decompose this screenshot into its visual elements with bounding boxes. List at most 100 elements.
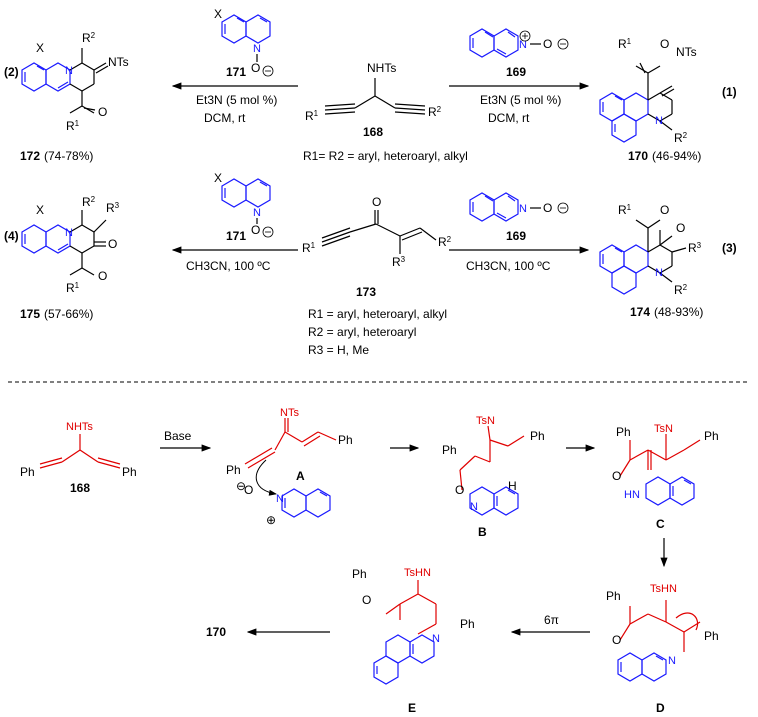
isoquinoline-n-oxide-169-top <box>469 28 519 58</box>
mech-intermediate-D: TsHN Ph Ph O N D <box>606 583 719 715</box>
svg-text:R2: R2 <box>82 31 96 45</box>
svg-text:N: N <box>668 655 676 667</box>
compound-label-170: 170 <box>628 149 648 163</box>
svg-text:O: O <box>98 269 107 283</box>
substituent-note-173-3: R3 = H, Me <box>308 343 369 357</box>
svg-text:R3: R3 <box>392 255 406 269</box>
svg-text:O: O <box>612 633 621 647</box>
svg-text:R2: R2 <box>674 131 688 145</box>
svg-text:Ph: Ph <box>460 617 475 631</box>
svg-text:N: N <box>655 115 663 127</box>
svg-text:O: O <box>543 201 552 215</box>
condition-eq1-a: Et3N (5 mol %) <box>480 93 561 107</box>
svg-text:R1: R1 <box>302 241 316 255</box>
mech-label-D: D <box>656 701 665 715</box>
svg-text:O: O <box>543 37 552 51</box>
quinoline-n-oxide-171-mid <box>221 178 271 208</box>
r2-label: R2 <box>428 105 442 119</box>
compound-label-175: 175 <box>20 307 40 321</box>
svg-text:O: O <box>108 237 117 251</box>
svg-text:X: X <box>36 203 44 217</box>
svg-text:O: O <box>612 469 621 483</box>
svg-text:R1: R1 <box>66 119 80 133</box>
yield-172: (74-78%) <box>44 149 93 163</box>
svg-text:O: O <box>660 37 669 51</box>
mech-intermediate-C: TsN Ph Ph O HN C <box>612 423 719 531</box>
svg-text:N: N <box>519 203 527 215</box>
svg-text:Ph: Ph <box>704 429 719 443</box>
svg-text:Ph: Ph <box>352 567 367 581</box>
equation-number-3: (3) <box>722 241 737 255</box>
svg-text:O: O <box>362 593 371 607</box>
n-atom-169: N <box>519 39 527 51</box>
svg-text:N: N <box>65 65 73 77</box>
substituent-note-173-1: R1 = aryl, heteroaryl, alkyl <box>308 307 447 321</box>
svg-text:N: N <box>470 501 478 513</box>
svg-text:Ph: Ph <box>20 465 35 479</box>
svg-text:O: O <box>660 203 669 217</box>
mech-intermediate-E: TsHN Ph Ph O N E <box>352 567 475 715</box>
svg-text:Ph: Ph <box>338 433 353 447</box>
equation-number-2: (2) <box>4 65 19 79</box>
svg-text:NHTs: NHTs <box>66 421 93 433</box>
svg-text:⊖: ⊖ <box>236 479 246 493</box>
mech-label-B: B <box>478 525 487 539</box>
quinoline-n-oxide-171-top <box>221 14 271 44</box>
reagent-label-169-eq1: 169 <box>506 65 526 79</box>
svg-text:O: O <box>676 221 685 235</box>
svg-text:N: N <box>253 207 261 219</box>
substituent-note-173-2: R2 = aryl, heteroaryl <box>308 325 416 339</box>
compound-170: R1 O NTs R2 N <box>599 37 697 145</box>
compound-175: X R2 R3 O O R1 N <box>21 195 120 295</box>
svg-text:N: N <box>655 267 663 279</box>
condition-eq1-b: DCM, rt <box>488 111 530 125</box>
svg-text:R2: R2 <box>438 235 452 249</box>
compound-174: R1 O O R3 R2 N <box>599 203 702 297</box>
compound-label-172: 172 <box>20 149 40 163</box>
mech-label-168: 168 <box>70 481 90 495</box>
svg-text:O: O <box>244 483 253 497</box>
svg-text:NTs: NTs <box>280 407 299 419</box>
condition-eq3: CH3CN, 100 ºC <box>466 259 551 273</box>
svg-text:N: N <box>432 633 440 645</box>
svg-text:R2: R2 <box>674 283 688 297</box>
svg-text:⊕: ⊕ <box>266 513 276 527</box>
svg-text:O: O <box>98 105 107 119</box>
svg-text:X: X <box>36 41 44 55</box>
svg-text:R3: R3 <box>688 241 702 255</box>
svg-text:NTs: NTs <box>108 55 129 69</box>
compound-168-top: NHTs R1 R2 168 R1= R2 = aryl, heteroaryl… <box>303 61 468 163</box>
compound-173 <box>321 210 437 254</box>
svg-text:Ph: Ph <box>226 463 241 477</box>
compound-label-168: 168 <box>363 125 383 139</box>
svg-text:R1: R1 <box>618 203 632 217</box>
yield-170: (46-94%) <box>652 149 701 163</box>
svg-text:Ph: Ph <box>616 425 631 439</box>
mech-compound-168 <box>39 434 121 469</box>
svg-text:Ph: Ph <box>530 429 545 443</box>
condition-eq2-b: DCM, rt <box>204 111 246 125</box>
svg-text:O: O <box>455 483 464 497</box>
svg-text:N: N <box>65 227 73 239</box>
svg-text:R2: R2 <box>82 195 96 209</box>
svg-text:Ph: Ph <box>122 465 137 479</box>
svg-text:O: O <box>251 223 260 237</box>
equation-number-1: (1) <box>722 85 737 99</box>
svg-text:O: O <box>251 61 260 75</box>
reagent-label-169-eq3: 169 <box>506 229 526 243</box>
svg-text:N: N <box>253 43 261 55</box>
svg-text:X: X <box>214 7 222 21</box>
svg-text:Ph: Ph <box>442 443 457 457</box>
compound-label-173: 173 <box>356 285 376 299</box>
svg-text:TsHN: TsHN <box>650 583 677 595</box>
nhts-label: NHTs <box>367 61 396 75</box>
isoquinoline-n-oxide-169-mid <box>469 192 519 222</box>
compound-172: X R2 NTs O R1 N <box>21 31 129 133</box>
svg-text:O: O <box>372 195 381 209</box>
yield-175: (57-66%) <box>44 307 93 321</box>
r1-label: R1 <box>305 109 319 123</box>
compound-label-174: 174 <box>630 305 650 319</box>
mech-intermediate-B: TsN Ph Ph O H N B <box>442 415 545 539</box>
mech-intermediate-A: NTs Ph Ph A O N ⊕ ⊖ <box>226 407 353 527</box>
